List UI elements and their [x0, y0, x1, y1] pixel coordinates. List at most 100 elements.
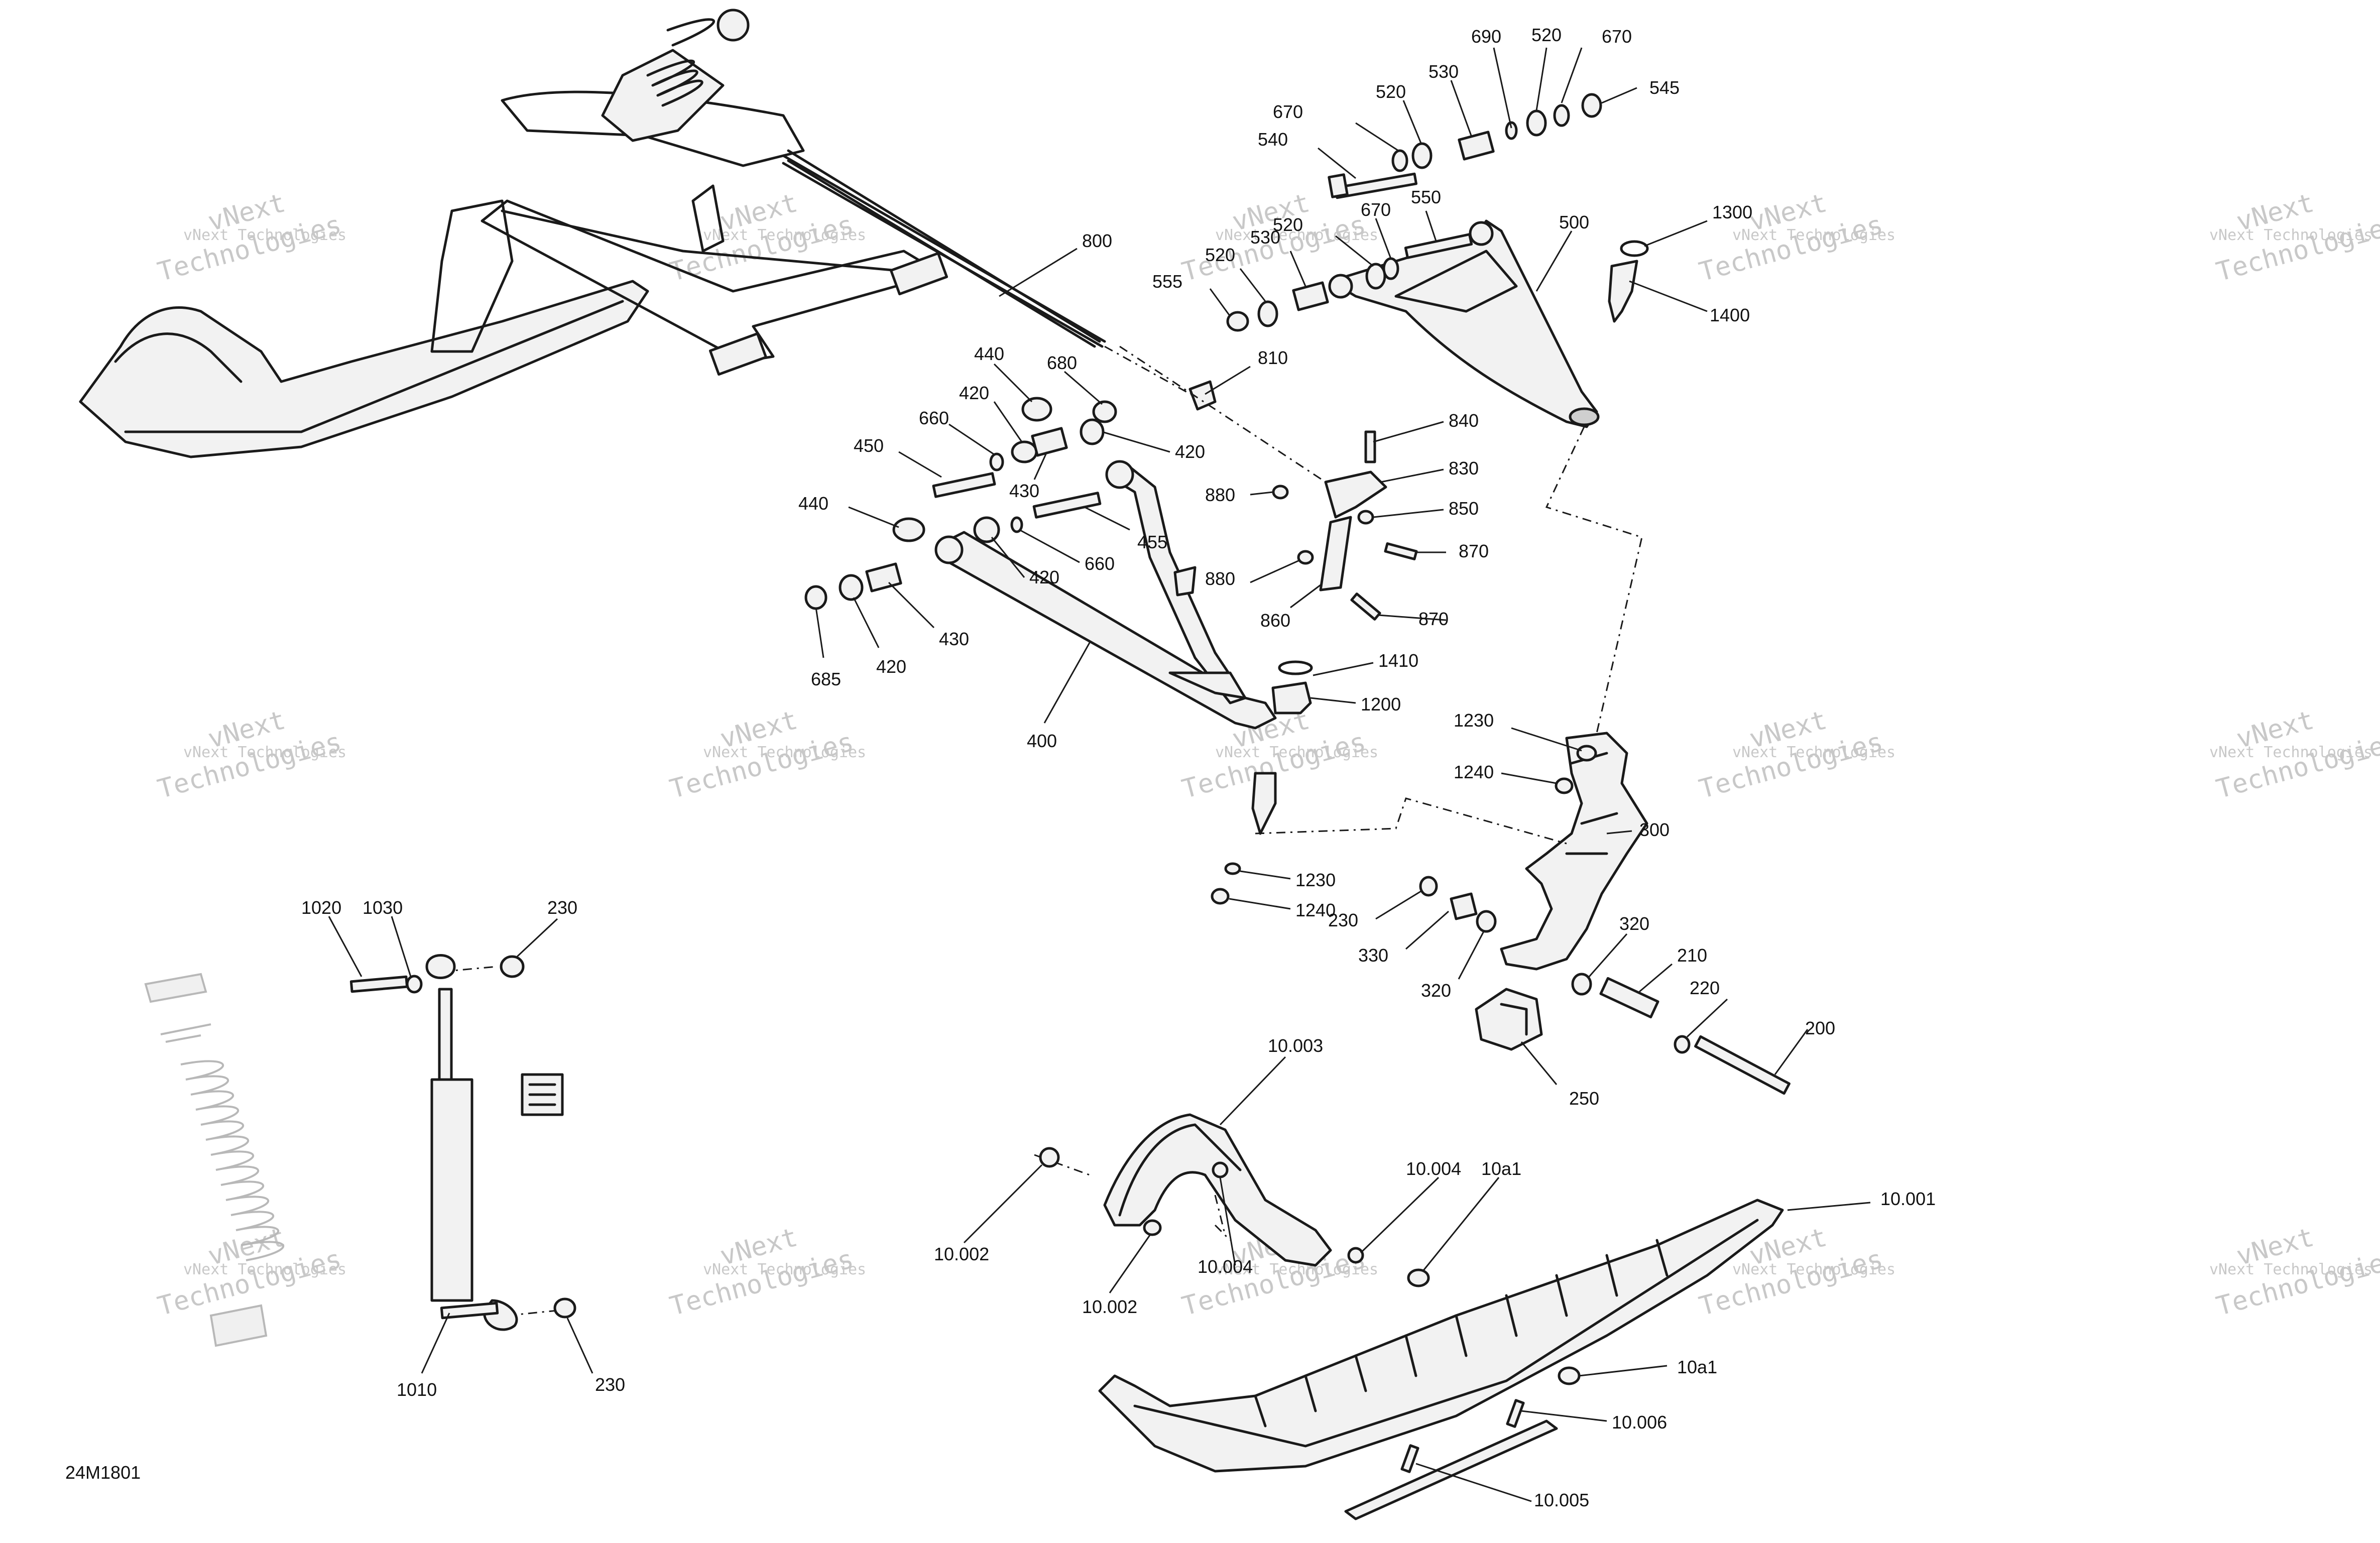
assembled-shock-spring [646, 18, 716, 107]
leader [1318, 147, 1356, 179]
shock-top-eyelet [425, 954, 456, 979]
upper-a-arm-inner-web [1394, 250, 1518, 313]
stopper-250-slot [1500, 1003, 1528, 1036]
leader [328, 916, 363, 977]
callout-1240: 1240 [1295, 900, 1336, 920]
callout-1030: 1030 [363, 897, 403, 918]
nut-10004-a [1212, 1161, 1229, 1178]
callout-230: 230 [1328, 910, 1358, 930]
figure-code: 24M1801 [65, 1462, 141, 1483]
callout-10-001: 10.001 [1880, 1189, 1936, 1209]
leader [1219, 1177, 1236, 1266]
nut-230-c [553, 1297, 576, 1319]
callout-550: 550 [1411, 187, 1441, 207]
leader [421, 1313, 450, 1374]
leader [1250, 559, 1301, 583]
callout-1400: 1400 [1710, 305, 1750, 325]
leader [1787, 1202, 1871, 1211]
assembled-ski-tip-detail [114, 332, 243, 383]
washer-420-a [1011, 440, 1038, 463]
callout-420: 420 [876, 656, 906, 677]
callout-1230: 1230 [1454, 710, 1494, 731]
leader [1033, 451, 1048, 480]
callout-210: 210 [1677, 945, 1707, 966]
washer-520-c [1365, 263, 1386, 290]
nut-685 [804, 585, 827, 610]
callout-690: 690 [1471, 26, 1501, 47]
watermark-text: vNext Technologies [703, 1261, 866, 1278]
washer-220 [1674, 1035, 1691, 1054]
ghost-spring-bottom-seat [209, 1304, 268, 1347]
callout-10a1: 10a1 [1677, 1357, 1717, 1377]
bolt-450 [932, 472, 996, 498]
washer-320-a [1476, 910, 1497, 933]
leader [1458, 931, 1485, 980]
watermark-text: vNext Technologies [2209, 744, 2372, 761]
watermark-text: vNext Technologies [183, 1261, 346, 1278]
bushing-530-b [1292, 281, 1329, 311]
leader [948, 423, 995, 455]
callout-455: 455 [1137, 532, 1167, 552]
watermark-tile: vNext Technologies vNext Technologies [2209, 188, 2380, 287]
assembly-line [1545, 426, 1643, 734]
leader [1686, 998, 1728, 1038]
watermark-tile: vNext Technologies vNext Technologies [155, 705, 346, 804]
callout-880: 880 [1205, 485, 1235, 505]
bolt-1010 [440, 1301, 499, 1320]
callout-685: 685 [811, 669, 841, 689]
leader [815, 607, 824, 658]
cap-1240-a [1555, 777, 1574, 794]
upper-a-arm-500 [1328, 219, 1600, 428]
callout-1230: 1230 [1295, 870, 1336, 890]
callout-850: 850 [1449, 498, 1479, 519]
link-plate-860 [1319, 516, 1352, 591]
leader [888, 581, 935, 629]
circlip-1410 [1278, 660, 1313, 675]
leader [1579, 1365, 1668, 1377]
callout-670: 670 [1361, 199, 1391, 220]
shim-440-a [1021, 397, 1052, 422]
leader [1239, 268, 1266, 302]
callout-670: 670 [1602, 26, 1632, 47]
leader [516, 918, 558, 958]
assembled-arm-bushing [708, 332, 768, 376]
washer-1030 [406, 975, 423, 994]
bushing-530-a [1458, 131, 1495, 161]
callout-830: 830 [1449, 458, 1479, 479]
assembly-line [1034, 1154, 1090, 1176]
ghost-spring-group [144, 973, 284, 1347]
watermark-text: vNext Technologies [703, 744, 866, 761]
callout-10-004: 10.004 [1198, 1256, 1253, 1277]
bolt-870-a [1384, 542, 1418, 560]
callout-10-002: 10.002 [1082, 1296, 1137, 1317]
assembled-ski-rail [124, 300, 624, 433]
bolt-840 [1364, 430, 1376, 463]
spindle-300 [1419, 732, 1791, 1095]
leader [1521, 1410, 1607, 1422]
assembled-shock-body [601, 49, 725, 142]
assembly-line [1119, 345, 1326, 483]
nut-10004-b [1347, 1247, 1364, 1264]
leader [963, 1164, 1043, 1244]
callout-10-005: 10.005 [1534, 1490, 1589, 1510]
nut-880-a [1272, 485, 1289, 500]
callout-1300: 1300 [1712, 202, 1752, 222]
callout-440: 440 [974, 343, 1004, 364]
callout-250: 250 [1569, 1088, 1599, 1109]
leader [1102, 431, 1170, 453]
ski-body-rail [1133, 1219, 1759, 1448]
washer-520-a [1411, 142, 1433, 169]
nut-555 [1226, 311, 1249, 332]
assembly-line [441, 966, 498, 973]
callout-220: 220 [1690, 978, 1720, 998]
bolt-540-head [1328, 173, 1349, 198]
leader [1335, 235, 1374, 267]
stud-10005 [1400, 1444, 1419, 1473]
washer-320-b [1571, 973, 1592, 996]
callout-810: 810 [1258, 347, 1288, 368]
link-rod-800-edge [782, 162, 1104, 348]
callout-labels: 690 520 670 530 520 545 670 540 550 670 … [301, 25, 1936, 1510]
leader [1606, 830, 1632, 835]
leader [1360, 1176, 1440, 1254]
